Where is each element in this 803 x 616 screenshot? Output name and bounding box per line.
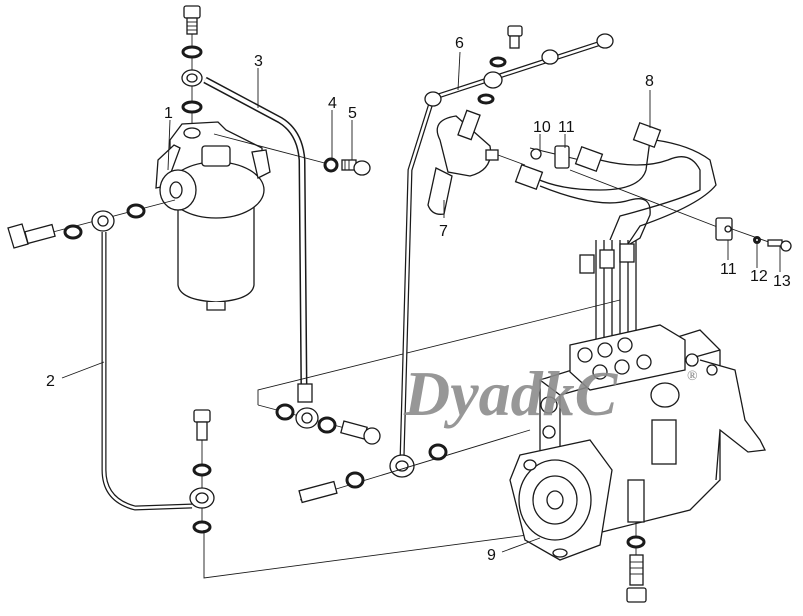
callout-8: 8 bbox=[645, 73, 654, 90]
lower-bolt-stack bbox=[189, 409, 215, 534]
callout-10: 10 bbox=[533, 119, 551, 136]
callout-11-upper: 11 bbox=[558, 119, 575, 136]
callout-12: 12 bbox=[750, 268, 768, 285]
callout-leaders bbox=[61, 51, 781, 553]
callout-2: 2 bbox=[46, 373, 55, 390]
watermark: DyadkC bbox=[403, 358, 619, 429]
callout-1: 1 bbox=[164, 105, 173, 122]
callout-11-lower: 11 bbox=[720, 261, 737, 278]
clamp-lower bbox=[715, 217, 792, 252]
clamp-upper bbox=[529, 145, 581, 169]
fuel-return-pipe bbox=[389, 25, 614, 478]
injection-pump bbox=[509, 324, 766, 603]
banjo-bolt bbox=[341, 159, 371, 176]
callout-3: 3 bbox=[254, 53, 263, 70]
injector bbox=[427, 109, 526, 215]
lower-banjo-group bbox=[257, 403, 381, 445]
callout-5: 5 bbox=[348, 105, 357, 122]
callout-13: 13 bbox=[773, 273, 791, 290]
callout-6: 6 bbox=[455, 35, 464, 52]
callout-9: 9 bbox=[487, 547, 496, 564]
watermark-registered: ® bbox=[687, 369, 698, 384]
callout-7: 7 bbox=[439, 223, 448, 240]
callout-4: 4 bbox=[328, 95, 337, 112]
fuel-filter-assembly bbox=[155, 5, 271, 311]
pump-inlet-fittings bbox=[298, 429, 531, 504]
inlet-fittings bbox=[7, 199, 176, 249]
